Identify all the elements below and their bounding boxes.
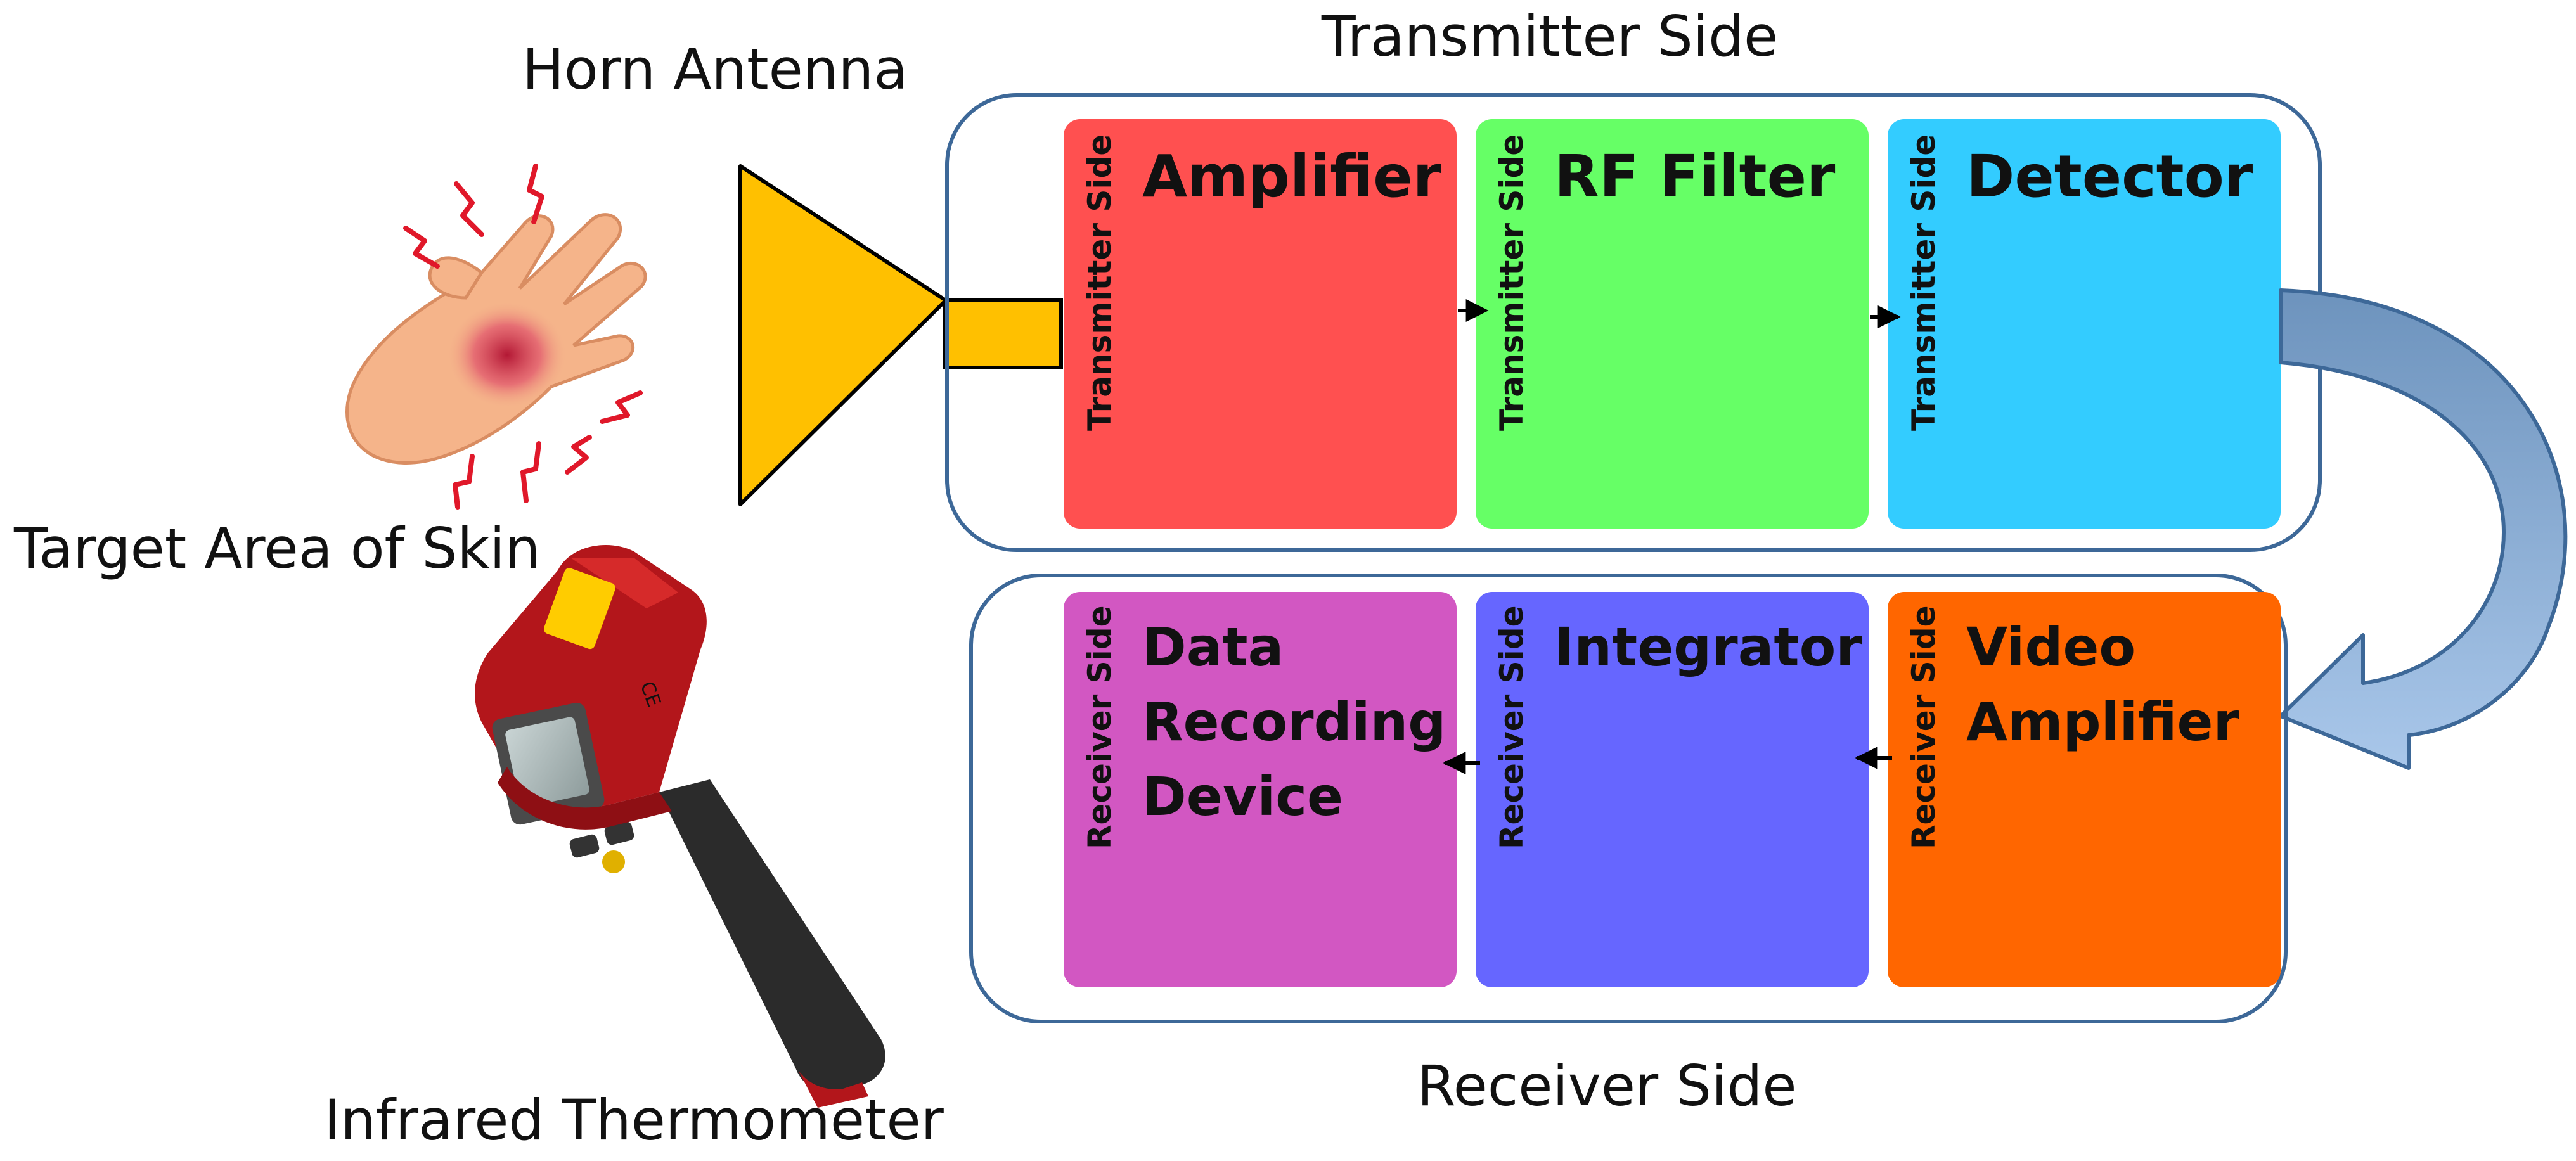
transmitter-block-detector: Transmitter Side Detector <box>1888 119 2281 529</box>
block-title-line-3: Device <box>1142 766 1343 828</box>
transmitter-block-rf-filter: Transmitter Side RF Filter <box>1476 119 1869 529</box>
block-title: Amplifier <box>1142 143 1442 210</box>
block-side-label: Receiver Side <box>1493 605 1530 849</box>
block-title-line-2: Recording <box>1142 691 1446 753</box>
block-title: Detector <box>1966 143 2253 210</box>
horn-antenna-icon <box>738 164 1063 506</box>
transmitter-side-title: Transmitter Side <box>1321 4 1778 69</box>
horn-antenna-label: Horn Antenna <box>522 37 908 102</box>
transmitter-block-amplifier: Transmitter Side Amplifier <box>1064 119 1457 529</box>
block-side-label: Receiver Side <box>1081 605 1118 849</box>
infrared-thermometer-label: Infrared Thermometer <box>324 1087 944 1153</box>
curved-flow-arrow <box>2279 288 2568 770</box>
block-side-label: Receiver Side <box>1905 605 1942 849</box>
block-title: Integrator <box>1554 616 1862 678</box>
infrared-thermometer-icon: CE <box>475 545 886 1108</box>
block-side-label: Transmitter Side <box>1081 134 1118 431</box>
receiver-side-title: Receiver Side <box>1417 1053 1797 1119</box>
receiver-block-integrator: Receiver Side Integrator <box>1476 592 1869 987</box>
block-side-label: Transmitter Side <box>1905 134 1942 431</box>
target-area-label: Target Area of Skin <box>13 516 541 581</box>
block-side-label: Transmitter Side <box>1493 134 1530 431</box>
block-title-line-2: Amplifier <box>1966 691 2239 753</box>
hand-pain-icon <box>345 164 647 510</box>
block-title: RF Filter <box>1554 143 1836 210</box>
receiver-group <box>969 574 2288 1023</box>
receiver-block-video-amplifier: Receiver Side Video Amplifier <box>1888 592 2281 987</box>
block-title-line-1: Data <box>1142 616 1284 678</box>
receiver-block-data-recording-device: Receiver Side Data Recording Device <box>1064 592 1457 987</box>
block-title-line-1: Video <box>1966 616 2135 678</box>
